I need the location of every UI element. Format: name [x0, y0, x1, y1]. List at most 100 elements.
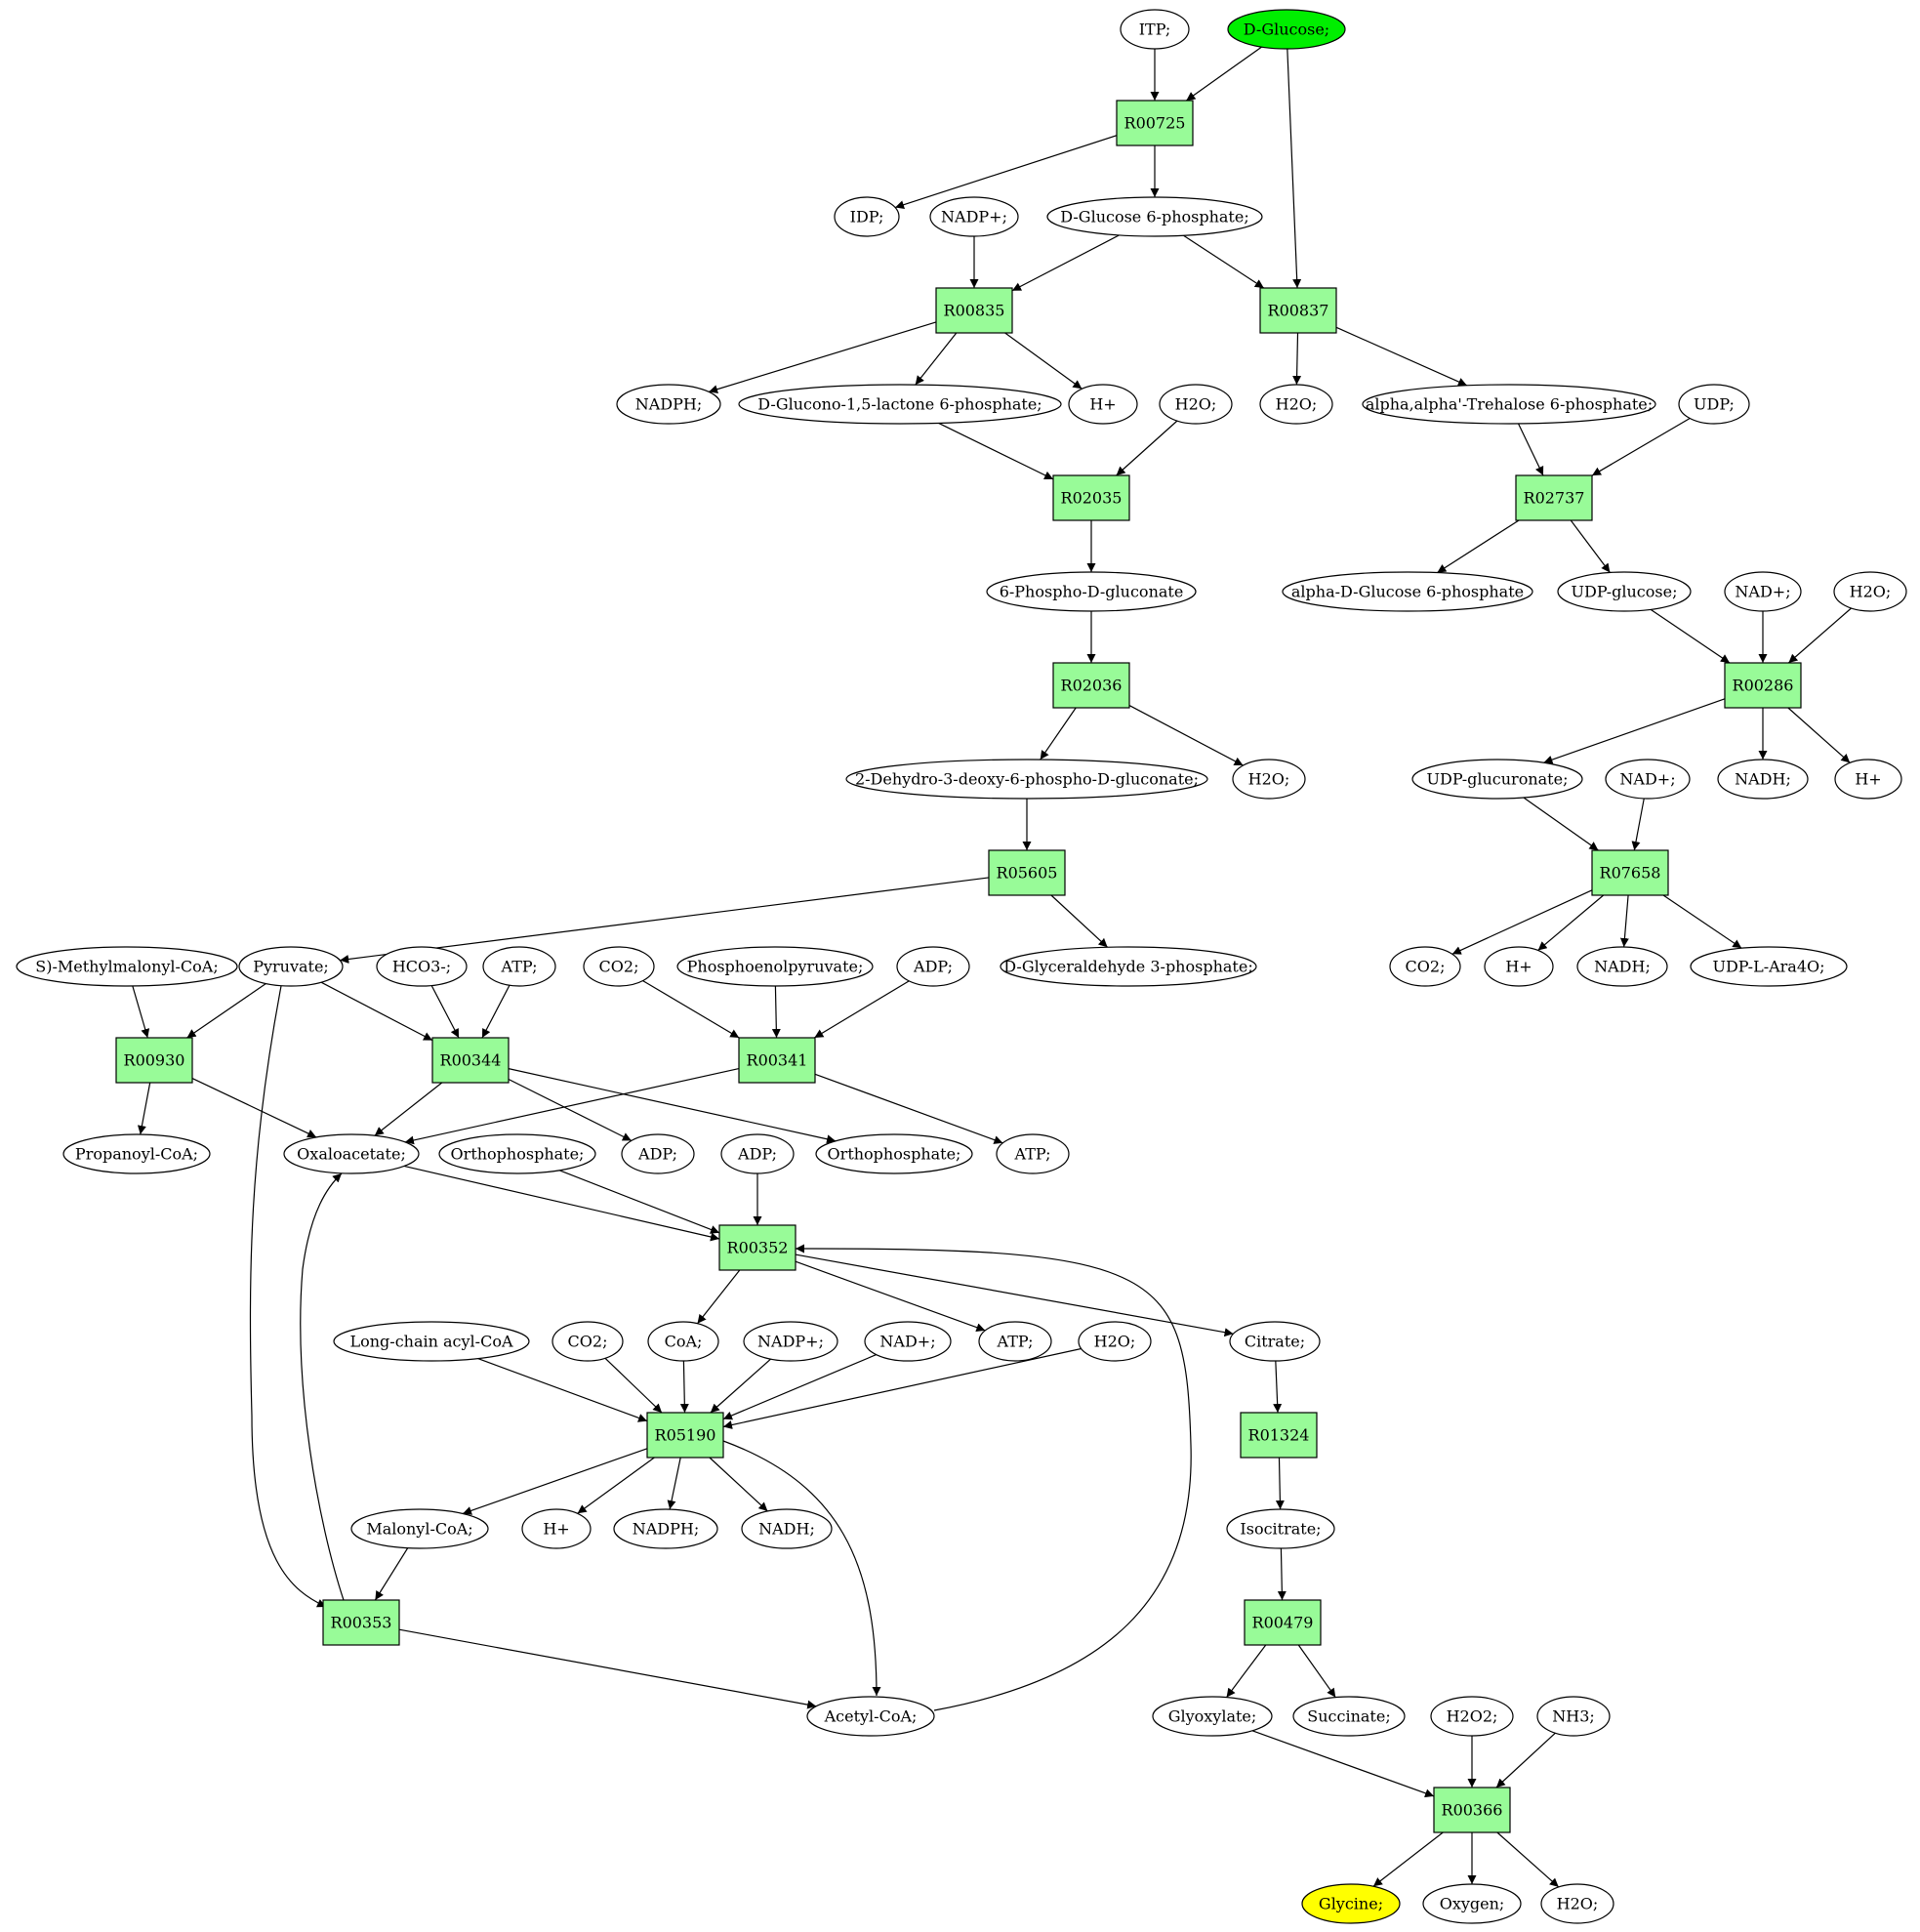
reaction-r00353-node[interactable]: R00353: [322, 1599, 400, 1646]
metabolite-glyoxylate-node[interactable]: Glyoxylate;: [1152, 1696, 1273, 1737]
metabolite-oxaloacetate-node[interactable]: Oxaloacetate;: [283, 1133, 420, 1174]
metabolite-2-dehydro-3-deoxy-6-phospho-d-gluconate-node[interactable]: 2-Dehydro-3-deoxy-6-phospho-D-gluconate;: [845, 759, 1208, 800]
metabolite-malonyl-coa-node[interactable]: Malonyl-CoA;: [350, 1508, 489, 1549]
metabolite-h2o-node[interactable]: H2O;: [1833, 571, 1907, 612]
reaction-r00352-node[interactable]: R00352: [718, 1224, 797, 1271]
metabolite-udp-glucose-node[interactable]: UDP-glucose;: [1557, 571, 1692, 612]
metabolite-isocitrate-node[interactable]: Isocitrate;: [1226, 1508, 1335, 1549]
edge-r00341-to-oaa: [404, 1068, 740, 1145]
metabolite-nad-node[interactable]: NAD+;: [1605, 759, 1691, 800]
metabolite-d-glyceraldehyde-3-phosphate-node[interactable]: D-Glyceraldehyde 3-phosphate;: [1000, 946, 1257, 987]
metabolite-co2-node[interactable]: CO2;: [551, 1321, 624, 1362]
reaction-r00725-node[interactable]: R00725: [1116, 100, 1194, 146]
metabolite-alpha-d-glucose-6-phosphate-node[interactable]: alpha-D-Glucose 6-phosphate: [1282, 571, 1533, 612]
reaction-r00837-node[interactable]: R00837: [1259, 287, 1337, 334]
metabolite-udp-l-ara4o-node[interactable]: UDP-L-Ara4O;: [1690, 946, 1848, 987]
metabolite-orthophosphate-node[interactable]: Orthophosphate;: [815, 1133, 973, 1174]
edge-r00344-to-pi2: [508, 1068, 837, 1144]
metabolite-atp-node[interactable]: ATP;: [978, 1321, 1052, 1362]
metabolite-acetyl-coa-node[interactable]: Acetyl-CoA;: [806, 1696, 935, 1737]
metabolite-succinate-node[interactable]: Succinate;: [1292, 1696, 1406, 1737]
metabolite-h-node[interactable]: H+: [1068, 384, 1138, 425]
metabolite-adp-node[interactable]: ADP;: [720, 1133, 795, 1174]
reaction-r02737-node[interactable]: R02737: [1515, 474, 1593, 521]
metabolite-nadp-node[interactable]: NADP+;: [929, 196, 1019, 237]
metabolite-co2-node[interactable]: CO2;: [1389, 946, 1461, 987]
metabolite-h2o-node[interactable]: H2O;: [1159, 384, 1233, 425]
metabolite-h2o-node[interactable]: H2O;: [1078, 1321, 1152, 1362]
reaction-r02035-node[interactable]: R02035: [1052, 474, 1130, 521]
metabolite-h2o-node[interactable]: H2O;: [1259, 384, 1333, 425]
metabolite-nadh-node[interactable]: NADH;: [1717, 759, 1809, 800]
metabolite-nadph-node[interactable]: NADPH;: [613, 1508, 718, 1549]
edge-nad2-to-r07658: [1631, 798, 1645, 851]
metabolite-h-node[interactable]: H+: [1834, 759, 1902, 800]
metabolite-atp-node[interactable]: ATP;: [996, 1133, 1070, 1174]
metabolite-nadh-node[interactable]: NADH;: [1576, 946, 1668, 987]
edge-r00352-to-coa: [697, 1269, 741, 1325]
metabolite-6-phospho-d-gluconate-node[interactable]: 6-Phospho-D-gluconate: [986, 571, 1197, 612]
metabolite-pyruvate-node[interactable]: Pyruvate;: [238, 946, 344, 987]
metabolite-nadph-label: NADPH;: [635, 395, 703, 414]
edge-r05190-to-malcoa: [462, 1448, 648, 1515]
metabolite-long-chain-acyl-coa-node[interactable]: Long-chain acyl-CoA: [333, 1321, 530, 1362]
reaction-r07658-node[interactable]: R07658: [1591, 849, 1669, 896]
edge-r05605-to-gap: [1050, 894, 1109, 948]
reaction-r00835-node[interactable]: R00835: [935, 287, 1013, 334]
metabolite-d-glucono-1-5-lactone-6-phosphate-node[interactable]: D-Glucono-1,5-lactone 6-phosphate;: [738, 384, 1062, 425]
metabolite-atp-node[interactable]: ATP;: [482, 946, 556, 987]
metabolite-itp-node[interactable]: ITP;: [1120, 9, 1190, 50]
metabolite-s-methylmalonyl-coa-node[interactable]: S)-Methylmalonyl-CoA;: [16, 946, 238, 987]
reaction-r00344-node[interactable]: R00344: [431, 1037, 510, 1084]
metabolite-alpha-alpha-trehalose-6-phosphate-node[interactable]: alpha,alpha'-Trehalose 6-phosphate;: [1362, 384, 1656, 425]
metabolite-d-glucose-node[interactable]: D-Glucose;: [1227, 9, 1346, 50]
metabolite-h2o-node[interactable]: H2O;: [1232, 759, 1306, 800]
metabolite-d-glucose-6-phosphate-node[interactable]: D-Glucose 6-phosphate;: [1046, 196, 1263, 237]
metabolite-h-node[interactable]: H+: [1484, 946, 1554, 987]
edge-r07658-to-hp3: [1537, 894, 1605, 951]
metabolite-coa-node[interactable]: CoA;: [647, 1321, 719, 1362]
metabolite-idp-node[interactable]: IDP;: [834, 196, 900, 237]
metabolite-oxygen-node[interactable]: Oxygen;: [1422, 1883, 1522, 1924]
metabolite-h-node[interactable]: H+: [521, 1508, 592, 1549]
reaction-r00286-node[interactable]: R00286: [1724, 662, 1802, 709]
metabolite-adp-node[interactable]: ADP;: [621, 1133, 695, 1174]
reaction-r00366-node[interactable]: R00366: [1433, 1787, 1511, 1833]
metabolite-itp-shape: [1120, 9, 1190, 50]
metabolite-nadh-node[interactable]: NADH;: [741, 1508, 833, 1549]
metabolite-nad-node[interactable]: NAD+;: [864, 1321, 952, 1362]
metabolite-udp-glucuronate-node[interactable]: UDP-glucuronate;: [1411, 759, 1583, 800]
metabolite-atp-shape: [482, 946, 556, 987]
metabolite-glycine-node[interactable]: Glycine;: [1301, 1883, 1401, 1924]
metabolite-long-chain-acyl-coa-shape: [333, 1321, 530, 1362]
metabolite-malonyl-coa-label: Malonyl-CoA;: [366, 1520, 472, 1539]
reaction-r00930-shape: [115, 1037, 193, 1084]
edge-co2a-to-r00341: [642, 980, 740, 1039]
reaction-r00930-node[interactable]: R00930: [115, 1037, 193, 1084]
metabolite-propanoyl-coa-node[interactable]: Propanoyl-CoA;: [62, 1133, 211, 1174]
metabolite-citrate-node[interactable]: Citrate;: [1229, 1321, 1321, 1362]
metabolite-nadph-node[interactable]: NADPH;: [616, 384, 721, 425]
metabolite-hco3-node[interactable]: HCO3-;: [376, 946, 468, 987]
metabolite-udp-node[interactable]: UDP;: [1678, 384, 1750, 425]
reaction-r01324-node[interactable]: R01324: [1240, 1412, 1318, 1459]
metabolite-udp-shape: [1678, 384, 1750, 425]
metabolite-phosphoenolpyruvate-node[interactable]: Phosphoenolpyruvate;: [676, 946, 874, 987]
metabolite-nh3-node[interactable]: NH3;: [1536, 1696, 1611, 1737]
metabolite-adp-node[interactable]: ADP;: [896, 946, 970, 987]
metabolite-nad-node[interactable]: NAD+;: [1724, 571, 1802, 612]
metabolite-h2o2-node[interactable]: H2O2;: [1430, 1696, 1514, 1737]
metabolite-orthophosphate-node[interactable]: Orthophosphate;: [438, 1133, 596, 1174]
reaction-r00341-node[interactable]: R00341: [738, 1037, 816, 1084]
metabolite-h2o-node[interactable]: H2O;: [1540, 1883, 1614, 1924]
edge-h2o3-to-r00286: [1787, 607, 1852, 664]
reaction-r05190-node[interactable]: R05190: [646, 1412, 724, 1459]
reaction-r05605-node[interactable]: R05605: [988, 849, 1066, 896]
metabolite-co2-node[interactable]: CO2;: [583, 946, 655, 987]
reaction-r00479-node[interactable]: R00479: [1244, 1599, 1322, 1646]
reaction-r02036-node[interactable]: R02036: [1052, 662, 1130, 709]
metabolite-nadp-node[interactable]: NADP+;: [743, 1321, 838, 1362]
metabolite-nad-shape: [1605, 759, 1691, 800]
metabolite-glycine-shape: [1301, 1883, 1401, 1924]
